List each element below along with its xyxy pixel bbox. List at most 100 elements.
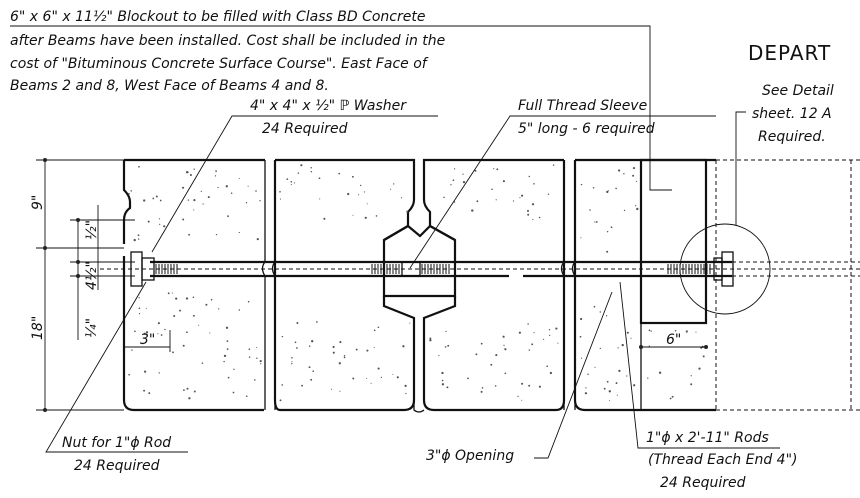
stipple-dot [546, 365, 549, 368]
blockout-note-line-2: after Beams have been installed. Cost sh… [10, 33, 445, 49]
stipple-dot [130, 190, 132, 192]
stipple-dot [366, 349, 369, 352]
stipple-dot [310, 167, 312, 169]
stipple-dot [373, 329, 376, 332]
stipple-dot [167, 292, 170, 295]
stipple-dot [127, 192, 130, 195]
stipple-dot [377, 367, 380, 370]
stipple-dot [491, 188, 493, 190]
stipple-dot [633, 384, 636, 387]
stipple-dot [256, 357, 258, 359]
stipple-dot [521, 399, 523, 401]
stipple-dot [215, 233, 218, 236]
stipple-dot [494, 385, 497, 387]
stipple-dot [674, 330, 677, 332]
stipple-dot [323, 217, 326, 220]
stipple-dot [144, 370, 147, 373]
adjacent-beam-outline [715, 159, 860, 411]
stipple-dot [137, 234, 140, 237]
stipple-dot [377, 326, 380, 329]
stipple-dot [248, 356, 251, 358]
stipple-dot [339, 341, 342, 344]
stipple-dot [232, 391, 235, 394]
stipple-dot [175, 297, 178, 300]
stipple-dot [607, 190, 609, 192]
stipple-dot [347, 192, 350, 196]
stipple-dot [254, 379, 256, 381]
stipple-dot [158, 218, 161, 220]
dim-bottom: 18" [30, 316, 46, 340]
stipple-dot [230, 192, 233, 194]
stipple-dot [171, 292, 173, 294]
stipple-dot [138, 238, 140, 240]
stipple-dot [260, 363, 262, 365]
blockout-region [639, 158, 708, 325]
stipple-dot [160, 334, 163, 336]
stipple-dot [138, 165, 140, 168]
stipple-dot [615, 382, 618, 385]
stipple-dot [527, 323, 529, 325]
sleeve-note-line-2: 5" long - 6 required [518, 121, 655, 137]
stipple-dot [186, 387, 189, 390]
stipple-dot [490, 363, 493, 366]
concrete-hatch [127, 164, 705, 402]
stipple-dot [227, 215, 229, 218]
stipple-dot [603, 387, 606, 390]
stipple-dot [606, 250, 609, 253]
blockout-note-line-3: cost of "Bituminous Concrete Surface Cou… [10, 56, 429, 72]
stipple-dot [351, 175, 354, 178]
stipple-dot [390, 188, 392, 190]
stipple-dot [138, 307, 141, 310]
stipple-dot [481, 387, 484, 389]
stipple-dot [152, 197, 155, 200]
stipple-dot [215, 170, 217, 172]
stipple-dot [528, 384, 531, 387]
stipple-dot [543, 338, 545, 340]
opening-leader [534, 291, 613, 459]
stipple-dot [255, 190, 257, 192]
see-detail-line-3: Required. [758, 129, 826, 145]
stipple-dot [138, 297, 140, 299]
rods-note-line-1: 1"ϕ x 2'-11" Rods [646, 430, 769, 446]
rods-leader [619, 281, 780, 449]
stipple-dot [210, 298, 213, 301]
stipple-dot [133, 238, 136, 242]
stipple-dot [462, 180, 466, 184]
rods-note-line-3: 24 Required [660, 475, 746, 491]
stipple-dot [145, 307, 147, 309]
stipple-dot [538, 216, 541, 219]
stipple-dot [375, 215, 378, 217]
stipple-dot [532, 218, 534, 221]
stipple-dot [445, 330, 447, 333]
stipple-dot [256, 238, 259, 241]
stipple-dot [623, 173, 625, 175]
stipple-dot [626, 331, 629, 334]
stipple-dot [400, 197, 403, 199]
stipple-dot [605, 315, 608, 317]
stipple-dot [238, 309, 241, 311]
stipple-dot [579, 335, 582, 338]
stipple-dot [141, 342, 144, 345]
stipple-dot [441, 383, 445, 386]
stipple-dot [648, 329, 651, 332]
dim-top: 9" [30, 195, 46, 210]
stipple-dot [355, 348, 358, 351]
stipple-dot [311, 340, 314, 343]
stipple-dot [164, 328, 166, 331]
stipple-dot [338, 172, 341, 175]
stipple-dot [238, 231, 240, 234]
stipple-dot [549, 371, 553, 375]
stipple-dot [599, 347, 601, 350]
stipple-dot [585, 387, 587, 389]
stipple-dot [531, 343, 534, 346]
stipple-dot [471, 209, 474, 212]
stipple-dot [444, 346, 447, 348]
stipple-dot [599, 311, 602, 313]
stipple-dot [330, 388, 333, 390]
stipple-dot [429, 339, 432, 342]
stipple-dot [528, 349, 531, 351]
stipple-dot [504, 348, 507, 351]
stipple-dot [493, 168, 495, 170]
stipple-dot [526, 209, 530, 212]
